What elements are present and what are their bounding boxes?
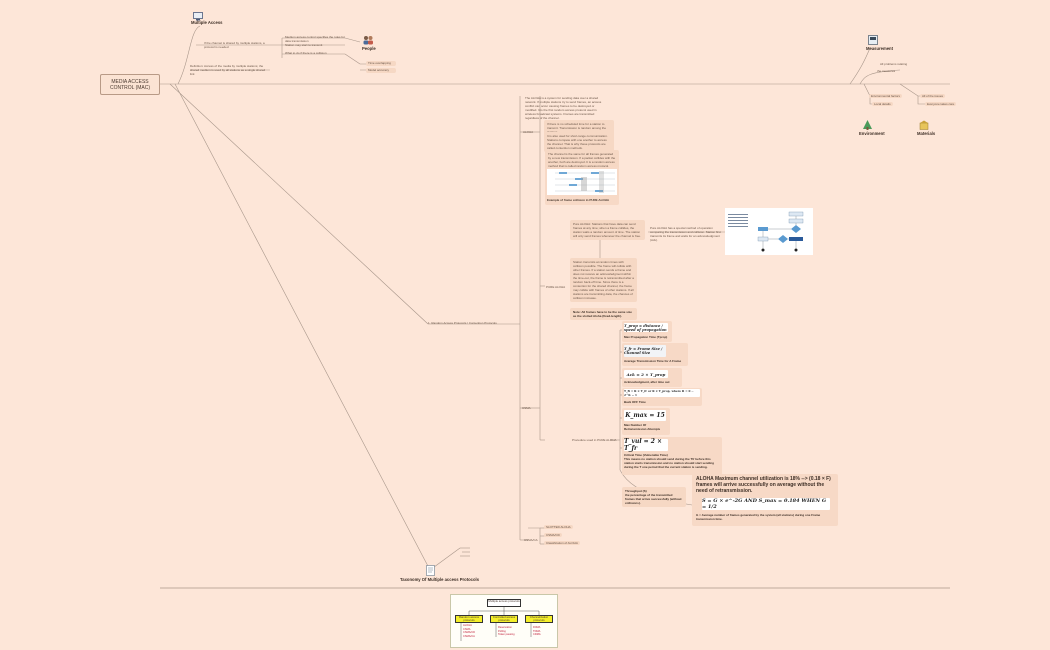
people-label: People: [362, 46, 376, 51]
throughput-title: Throughput (S): [625, 489, 647, 493]
throughput-panel: Throughput (S) the percentage of the tra…: [622, 487, 686, 507]
pure-intro: The channel is the same for all frames g…: [545, 150, 619, 170]
collision-caption: Example of frame collision in PURE ALOHA: [547, 198, 610, 202]
measurement-icon: [868, 32, 878, 50]
tvul-desc: This means no station should send during…: [624, 457, 715, 469]
tax-csmaca: CSMA/CA: [463, 634, 475, 638]
throughput-desc: the percentage of the transmitted frames…: [625, 493, 682, 505]
tfr-caption: Average Transmission Time for A Frame: [624, 359, 682, 363]
tax-aloha: ALOHA: [463, 624, 472, 627]
pure-aloha-flowchart: [725, 208, 813, 255]
tax-reservation: Reservation: [498, 626, 512, 629]
note-model: Model accuracy: [366, 68, 396, 73]
long-text: Station transmits at random times with c…: [570, 258, 637, 302]
tax-token: Token passing: [498, 633, 515, 637]
people-icon: [362, 32, 374, 50]
aloha-max-panel: ALOHA Maximum channel utilization is 18%…: [692, 474, 838, 526]
measurement-label: Measurement: [866, 46, 893, 51]
environment-icon: [862, 117, 873, 135]
ack-formula: Ack = 2 × T_prop: [624, 370, 668, 378]
aloha-max-text: ALOHA Maximum channel utilization is 18%…: [696, 476, 831, 494]
branch-aloha-label: ALOHA: [523, 130, 534, 134]
note-env-factors: Environmental factors: [869, 94, 903, 98]
branch-csma-ca: CSMA/CA: [524, 538, 538, 542]
kmax-panel: K_max = 15 Max Number Of Retransmission …: [622, 408, 670, 435]
tprop-panel: T_prop = distance / speed of propagation…: [622, 321, 672, 342]
s-formula: S = G × e^-2G AND S_max = 0.184 WHEN G =…: [702, 498, 830, 510]
tax-fdma: FDMA: [533, 626, 541, 629]
tfr-formula: T_fr = Frame Size / Channel Size: [624, 345, 666, 357]
branch-pure-aloha: PURE ALOHA: [546, 285, 566, 289]
tax-channel: Channelization protocols: [525, 615, 553, 623]
collision-figure: [547, 169, 617, 195]
ack-caption: Acknowledgment, after time out: [624, 380, 670, 384]
tax-random: Random access protocols: [455, 615, 483, 623]
backoff-caption: Back OFF Time: [624, 400, 646, 404]
note-measures: the measures: [877, 69, 896, 73]
note-may-start: Station may start to transmit: [285, 43, 323, 47]
branch-slotted: SLOTTED ALOHA: [544, 525, 573, 529]
materials-label: Materials: [917, 131, 936, 136]
branch-random-access: 1. Random Access Protocols / Contention …: [428, 321, 497, 325]
note-bold: Note: All frames have to be the same siz…: [570, 308, 637, 320]
pure-rule: Pure ALOHA: Stations that have data can …: [570, 220, 645, 240]
tax-polling: Polling: [498, 629, 506, 633]
aloha-intro: The ALOHA is a system for sending data o…: [525, 96, 602, 120]
backoff-formula: T_B = R × T_fr or R × T_prop, where R = …: [624, 389, 700, 397]
collision-figure-panel: Example of frame collision in PURE ALOHA: [545, 167, 619, 205]
tax-controlled: Controlled access protocols: [490, 615, 518, 623]
note-everyone: Everyone takes care: [925, 102, 957, 106]
branch-classif: Classification of ALOHA: [544, 541, 580, 545]
computer-icon: [193, 8, 203, 26]
tvul-formula: T_vul = 2 × T_fr: [624, 438, 668, 452]
note-shared-channel: If the channel is shared by multiple sta…: [204, 41, 265, 49]
ack-panel: Ack = 2 × T_prop Acknowledgment, after t…: [622, 368, 682, 387]
environment-label: Environment: [859, 131, 885, 136]
kmax-formula: K_max = 15: [624, 410, 666, 421]
tax-list-random: ALOHA CSMA CSMA/CD CSMA/CA: [463, 624, 475, 638]
materials-icon: [919, 117, 929, 135]
taxonomy-label: Taxonomy Of Multiple access Protocols: [400, 577, 480, 582]
tax-cdma: CDMA: [533, 633, 541, 637]
tvul-caption: Critical Time (Vulnerable Time): [624, 453, 668, 457]
branch-csmacd: CSMA/CD: [544, 533, 562, 537]
note-rules: Medium access control specifies the rule…: [285, 35, 345, 43]
note-local-details: Local details: [872, 102, 893, 106]
kmax-caption: Max Number Of Retransmission Attempts: [624, 423, 661, 431]
taxonomy-figure: Multiple access protocols Random access …: [450, 594, 558, 648]
tax-top: Multiple access protocols: [487, 599, 521, 607]
tprop-formula: T_prop = distance / speed of propagation: [624, 323, 668, 332]
aloha-note2: It is also used for short-range communic…: [544, 132, 614, 152]
note-definition: Definition: Access of the media by multi…: [190, 64, 266, 76]
multiple-access-label: Multiple Access: [191, 20, 223, 25]
tax-csma: CSMA: [463, 627, 471, 631]
tvul-panel: T_vul = 2 × T_fr Critical Time (Vulnerab…: [622, 437, 722, 475]
root-node[interactable]: MEDIA ACCESS CONTROL (MAC): [100, 74, 160, 95]
tprop-caption: Max Propagation Time (Tprop): [624, 335, 668, 339]
document-icon: [426, 563, 435, 581]
branch-procedure: Procedure used in PURE ALOHA: [572, 438, 617, 442]
tax-csmacd: CSMA/CD: [463, 631, 475, 635]
note-all-issues: All of the issues: [920, 94, 946, 98]
flow-note: Pure ALOHA has a special method of opera…: [650, 226, 721, 242]
note-collision: What to do if there is a collision: [285, 51, 327, 55]
tax-tdma: TDMA: [533, 629, 541, 633]
tfr-panel: T_fr = Frame Size / Channel Size Average…: [622, 343, 688, 366]
g-desc: G = Average number of frames generated b…: [696, 513, 821, 521]
note-time-overlap: Time overlapping: [366, 61, 396, 66]
note-all-problems: All problems relating: [880, 62, 908, 66]
branch-csma: CSMA: [522, 406, 531, 410]
tax-list-channel: FDMA TDMA CDMA: [533, 626, 541, 637]
backoff-panel: T_B = R × T_fr or R × T_prop, where R = …: [622, 388, 702, 406]
root-title: MEDIA ACCESS CONTROL (MAC): [109, 78, 151, 91]
tax-list-controlled: Reservation Polling Token passing: [498, 626, 515, 637]
